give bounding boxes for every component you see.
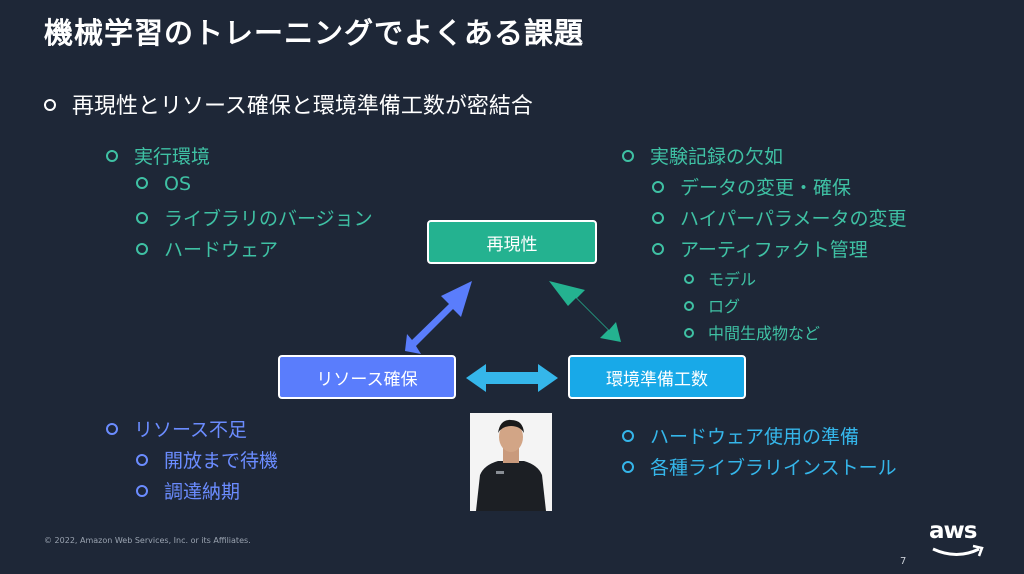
main-bullet: 再現性とリソース確保と環境準備工数が密結合 [44, 88, 533, 120]
aws-logo: aws [929, 518, 991, 560]
bullet-icon [136, 176, 148, 189]
list-item: モデル [622, 266, 906, 293]
list-item: リソース不足 [106, 415, 278, 446]
bullet-icon [136, 211, 148, 224]
setup-list: ハードウェア使用の準備 各種ライブラリインストール [622, 422, 897, 484]
bullet-icon [136, 484, 148, 497]
aws-smile-icon [932, 544, 984, 557]
list-item: ハイパーパラメータの変更 [622, 204, 906, 235]
resource-box: リソース確保 [278, 355, 456, 399]
presenter-image [470, 413, 552, 511]
resource-list: リソース不足 開放まで待機 調達納期 [106, 415, 278, 508]
bullet-icon [684, 300, 694, 311]
bullet-icon [106, 422, 118, 435]
list-item: ハードウェア [106, 235, 373, 266]
bullet-icon [622, 460, 634, 473]
list-item: 開放まで待機 [106, 446, 278, 477]
env-list: 実行環境 OS ライブラリのバージョン ハードウェア [106, 142, 373, 266]
list-item: 各種ライブラリインストール [622, 453, 897, 484]
list-item: OS [106, 173, 373, 204]
main-bullet-text: 再現性とリソース確保と環境準備工数が密結合 [72, 94, 533, 119]
arrow-resource-repro-icon [405, 281, 472, 354]
list-item: ライブラリのバージョン [106, 204, 373, 235]
list-item: 実験記録の欠如 [622, 142, 906, 173]
arrow-resource-env-icon [466, 364, 558, 392]
aws-logo-text: aws [929, 518, 977, 544]
bullet-icon [684, 273, 694, 284]
slide-title: 機械学習のトレーニングでよくある課題 [44, 16, 585, 50]
list-item: 中間生成物など [622, 320, 906, 347]
bullet-icon [652, 180, 664, 193]
arrow-repro-env-icon [549, 281, 621, 342]
bullet-icon [136, 453, 148, 466]
experiment-list: 実験記録の欠如 データの変更・確保 ハイパーパラメータの変更 アーティファクト管… [622, 142, 906, 347]
bullet-icon [106, 149, 118, 162]
list-item: アーティファクト管理 [622, 235, 906, 266]
bullet-icon [44, 99, 56, 111]
copyright-text: © 2022, Amazon Web Services, Inc. or its… [44, 536, 251, 545]
list-item: ログ [622, 293, 906, 320]
bullet-icon [652, 242, 664, 255]
bullet-icon [622, 149, 634, 162]
list-item: ハードウェア使用の準備 [622, 422, 897, 453]
bullet-icon [652, 211, 664, 224]
page-number: 7 [900, 556, 907, 567]
list-item: 実行環境 [106, 142, 373, 173]
bullet-icon [684, 327, 694, 338]
list-item: データの変更・確保 [622, 173, 906, 204]
presenter-video [470, 413, 552, 511]
bullet-icon [622, 429, 634, 442]
list-item: 調達納期 [106, 477, 278, 508]
bullet-icon [136, 242, 148, 255]
environment-box: 環境準備工数 [568, 355, 746, 399]
reproducibility-box: 再現性 [427, 220, 597, 264]
